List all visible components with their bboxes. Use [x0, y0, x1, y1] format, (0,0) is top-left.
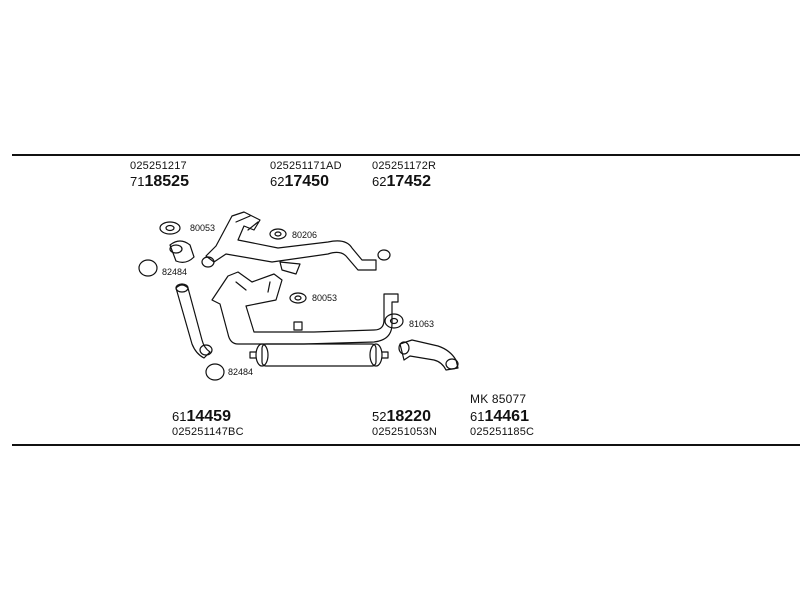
- seal-ring-top: [138, 259, 158, 277]
- part-label-muffler: 5218220 025251053N: [372, 409, 437, 438]
- part-number-prefix: 52: [372, 409, 387, 424]
- part-number: 6217450: [270, 174, 342, 190]
- part-label-rear-pipe: MK 85077 6114461 025251185C: [470, 393, 534, 438]
- part-number: 7118525: [130, 174, 189, 190]
- part-number-main: 18525: [144, 173, 189, 190]
- gasket-81063: [384, 313, 404, 329]
- oem-code: 025251147BC: [172, 426, 244, 438]
- part-label-manifold-pipe-left: 025251171AD 6217450: [270, 161, 342, 190]
- oem-code: 025251053N: [372, 426, 438, 438]
- part-number-prefix: 61: [172, 409, 187, 424]
- part-number-main: 14459: [186, 408, 231, 425]
- gasket-80206: [269, 228, 287, 240]
- oem-code: 025251217: [130, 160, 187, 172]
- gasket-callout: 80053: [312, 293, 338, 303]
- oem-code: 025251171AD: [270, 160, 342, 172]
- part-label-manifold-pipe-right: 025251172R 6217452: [372, 161, 436, 190]
- tail-pipe-14459: [175, 283, 213, 359]
- part-number-main: 14461: [484, 408, 529, 425]
- part-number-prefix: 62: [270, 174, 285, 189]
- gasket-80053-middle: [289, 292, 307, 304]
- kit-label: MK 85077: [470, 392, 527, 406]
- part-number-main: 17452: [386, 173, 431, 190]
- oem-code: 025251172R: [372, 160, 437, 172]
- part-number-main: 17450: [284, 173, 329, 190]
- part-number-main: 18220: [386, 408, 431, 425]
- oem-code: 025251185C: [470, 426, 535, 438]
- part-number: 6114461: [470, 409, 534, 425]
- manifold-pipe-17450: [201, 211, 391, 275]
- manifold-pipe-17452: [211, 271, 399, 345]
- bottom-divider: [12, 444, 800, 446]
- gasket-callout: 80053: [190, 223, 216, 233]
- part-number-prefix: 62: [372, 174, 387, 189]
- top-divider: [12, 154, 800, 156]
- part-label-tail-pipe: 6114459 025251147BC: [172, 409, 244, 438]
- gasket-callout: 81063: [409, 319, 435, 329]
- seal-ring-bottom: [205, 363, 225, 381]
- part-number: 6217452: [372, 174, 436, 190]
- part-number: 6114459: [172, 409, 244, 425]
- part-label-front-pipe: 025251217 7118525: [130, 161, 189, 190]
- part-number: 5218220: [372, 409, 437, 425]
- gasket-80053-top: [159, 221, 181, 235]
- flange-elbow: [169, 240, 195, 263]
- rear-pipe-14461: [398, 339, 459, 371]
- seal-ring-callout: 82484: [228, 367, 254, 377]
- part-number-prefix: 71: [130, 174, 145, 189]
- muffler-18220: [249, 343, 389, 367]
- seal-ring-callout: 82484: [162, 267, 188, 277]
- gasket-callout: 80206: [292, 230, 318, 240]
- part-number-prefix: 61: [470, 409, 485, 424]
